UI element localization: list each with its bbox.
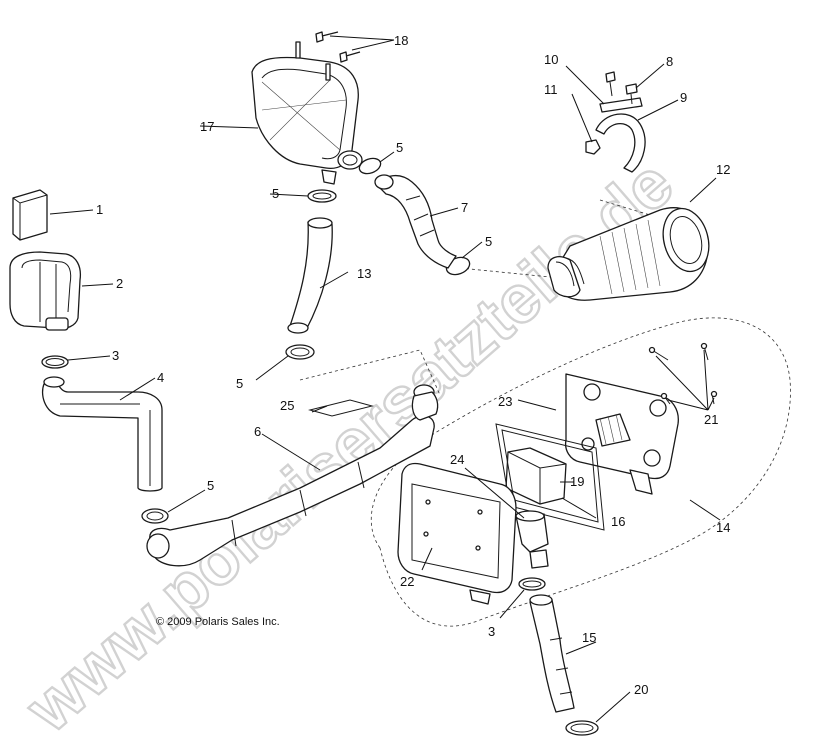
- callout-24: 24: [450, 452, 464, 467]
- callout-12: 12: [716, 162, 730, 177]
- callout-17: 17: [200, 119, 214, 134]
- callout-22: 22: [400, 574, 414, 589]
- callout-18: 18: [394, 33, 408, 48]
- part-15-lower-hose: [529, 594, 575, 713]
- part-5-clamp-d: [285, 344, 315, 360]
- callout-11: 11: [544, 82, 558, 97]
- airbox-assembly-outline: [370, 317, 791, 627]
- bracket-path-dashed: [599, 199, 661, 219]
- callout-9: 9: [680, 90, 687, 105]
- callout-25: 25: [280, 398, 294, 413]
- callout-4: 4: [157, 370, 164, 385]
- callout-7: 7: [461, 200, 468, 215]
- callout-5-b: 5: [396, 140, 403, 155]
- part-5-clamp-e: [141, 508, 169, 524]
- part-3-clamp-upper: [41, 355, 69, 369]
- copyright-notice: © 2009 Polaris Sales Inc.: [156, 616, 280, 628]
- part-21-screws: [648, 342, 718, 405]
- callout-5-e: 5: [207, 478, 214, 493]
- part-20-clamp: [565, 720, 599, 736]
- part-13-tube: [287, 217, 333, 334]
- callout-3-lower: 3: [488, 624, 495, 639]
- hose-path-dashed: [459, 267, 561, 279]
- part-19-foam: [505, 447, 567, 505]
- callout-19: 19: [570, 474, 584, 489]
- part-24-outlet-spout: [515, 510, 549, 569]
- part-7-bent-hose: [374, 174, 457, 269]
- callout-14: 14: [716, 520, 730, 535]
- callout-6: 6: [254, 424, 261, 439]
- callout-5-c: 5: [485, 234, 492, 249]
- part-8-bolt: [625, 83, 638, 105]
- callout-8: 8: [666, 54, 673, 69]
- callout-3: 3: [112, 348, 119, 363]
- callout-2: 2: [116, 276, 123, 291]
- callout-21: 21: [704, 412, 718, 427]
- part-18-bolts: [315, 31, 361, 63]
- part-25-sheet: [308, 399, 374, 417]
- part-1-foam-block: [12, 189, 48, 241]
- part-6-long-duct: [146, 384, 439, 567]
- part-3-clamp-lower: [518, 577, 546, 591]
- part-5-clamp-b: [307, 189, 337, 203]
- callout-16: 16: [611, 514, 625, 529]
- part-22-lid: [397, 462, 517, 605]
- callout-labels: 1 2 3 4 5 5 5 5 5 6 7 8 9 10 11 12 13 14…: [96, 33, 730, 697]
- part-16-gasket: [495, 423, 605, 531]
- callout-13: 13: [357, 266, 371, 281]
- part-10-bolt: [605, 71, 616, 97]
- clamp-path-dashed: [299, 349, 441, 396]
- callout-5-d: 5: [236, 376, 243, 391]
- part-23-backplate: [564, 373, 679, 495]
- part-17-upper-airbox: [251, 41, 363, 185]
- part-2-prefilter: [9, 251, 82, 331]
- callout-1: 1: [96, 202, 103, 217]
- callout-10: 10: [544, 52, 558, 67]
- callout-20: 20: [634, 682, 648, 697]
- callout-15: 15: [582, 630, 596, 645]
- callout-23: 23: [498, 394, 512, 409]
- callout-5-a: 5: [272, 186, 279, 201]
- part-4-elbow-duct: [41, 376, 163, 492]
- leader-lines: [49, 35, 721, 723]
- part-12-filter-canister: [547, 207, 710, 301]
- part-11-nut: [585, 139, 601, 155]
